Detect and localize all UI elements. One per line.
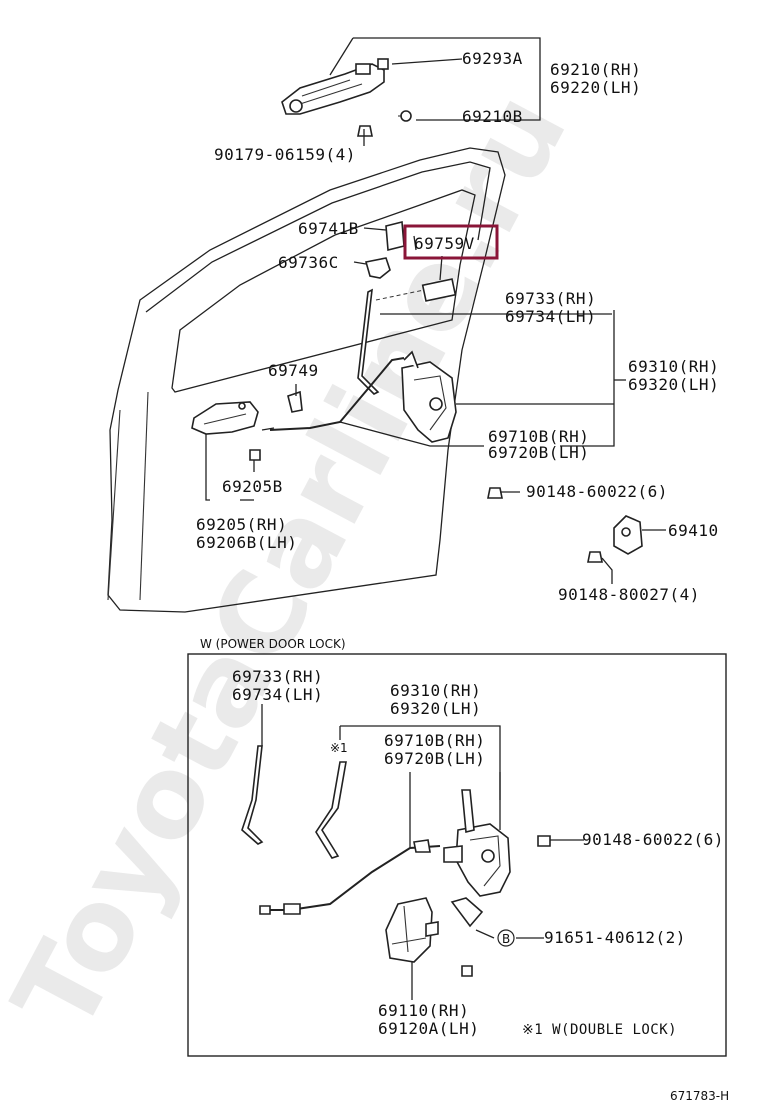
inset-b-mark: B — [502, 932, 510, 946]
label-69759V[interactable]: 69759V — [414, 234, 475, 253]
inset-label-69310-rh: 69310(RH) — [390, 681, 481, 700]
inset-double-lock-rod-part[interactable] — [315, 761, 347, 859]
inset-note-double-lock: ※1 W(DOUBLE LOCK) — [522, 1022, 677, 1038]
door-panel-outline — [107, 147, 506, 613]
door-lock-assembly-part[interactable] — [401, 350, 457, 443]
lock-rod-clip-part[interactable] — [287, 390, 303, 413]
striker-screw-part[interactable] — [587, 551, 603, 563]
inset-motor-screw-part[interactable] — [461, 965, 473, 977]
label-90179: 90179-06159(4) — [214, 145, 356, 164]
handle-bolt-part[interactable] — [357, 125, 373, 137]
inset-label-69320-lh: 69320(LH) — [390, 699, 481, 718]
label-69310-rh: 69310(RH) — [628, 357, 719, 376]
inside-handle-screw-part[interactable] — [249, 449, 261, 461]
inset-label-mark1: ※1 — [330, 741, 348, 755]
label-69220-lh: 69220(LH) — [550, 78, 641, 97]
power-door-lock-inset: W (POWER DOOR LOCK) — [187, 637, 727, 1057]
label-69210B: 69210B — [462, 107, 523, 126]
door-striker-part[interactable] — [613, 515, 643, 555]
label-69734-lh: 69734(LH) — [505, 307, 596, 326]
label-69720B-lh: 69720B(LH) — [488, 443, 589, 462]
label-69736C: 69736C — [278, 253, 339, 272]
handle-clip-part[interactable] — [377, 58, 389, 70]
label-69710B-rh: 69710B(RH) — [488, 427, 589, 446]
inset-label-91651: 91651-40612(2) — [544, 928, 686, 947]
inset-lock-screw-part[interactable] — [537, 835, 551, 847]
lock-screw-part[interactable] — [487, 487, 503, 499]
rod-clip-part[interactable] — [421, 278, 457, 302]
inset-title: W (POWER DOOR LOCK) — [200, 637, 346, 651]
figure-code: 671783-H — [670, 1089, 729, 1103]
label-69741B: 69741B — [298, 219, 359, 238]
label-69410: 69410 — [668, 521, 719, 540]
inset-lock-rod-part[interactable] — [241, 745, 264, 845]
highlight-box-69759V[interactable] — [403, 224, 499, 260]
label-69206B-lh: 69206B(LH) — [196, 533, 297, 552]
label-90148-60022-top: 90148-60022(6) — [526, 482, 668, 501]
label-69320-lh: 69320(LH) — [628, 375, 719, 394]
handle-screw-part[interactable] — [398, 110, 412, 122]
label-69205-rh: 69205(RH) — [196, 515, 287, 534]
inset-leader-lines — [261, 704, 584, 1000]
lock-knob-part[interactable] — [385, 220, 405, 252]
label-69749: 69749 — [268, 361, 319, 380]
top-part-labels: 69293A 69210(RH) 69220(LH) 69210B 90179-… — [196, 49, 719, 604]
inset-label-69710B-rh: 69710B(RH) — [384, 731, 485, 750]
inset-label-69720B-lh: 69720B(LH) — [384, 749, 485, 768]
inset-label-69120A-lh: 69120A(LH) — [378, 1019, 479, 1038]
label-90148-80027: 90148-80027(4) — [558, 585, 700, 604]
knob-bushing-part[interactable] — [364, 257, 391, 279]
inset-label-69110-rh: 69110(RH) — [378, 1001, 469, 1020]
inset-label-69734-lh: 69734(LH) — [232, 685, 323, 704]
inset-label-90148-60022: 90148-60022(6) — [582, 830, 724, 849]
label-69293A: 69293A — [462, 49, 523, 68]
inset-lock-motor-part[interactable] — [385, 897, 439, 963]
inside-handle-part[interactable] — [191, 401, 259, 435]
label-69733-rh: 69733(RH) — [505, 289, 596, 308]
label-69210-rh: 69210(RH) — [550, 60, 641, 79]
outside-handle-part[interactable] — [281, 63, 385, 115]
inset-label-69733-rh: 69733(RH) — [232, 667, 323, 686]
inset-b-mark-circle — [497, 929, 515, 947]
inset-door-lock-assembly-part[interactable] — [443, 789, 511, 928]
top-leader-lines — [205, 227, 666, 584]
label-69205B: 69205B — [222, 477, 283, 496]
